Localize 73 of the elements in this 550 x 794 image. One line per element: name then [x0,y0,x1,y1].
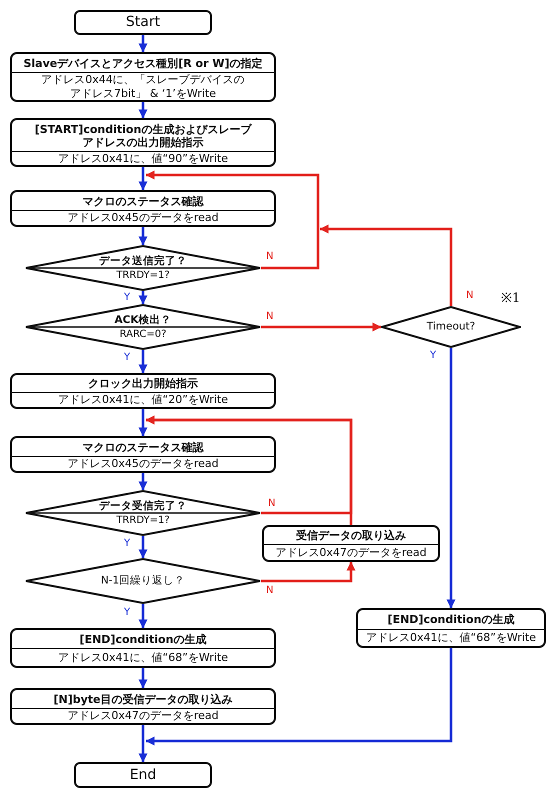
edge-label: Y [124,352,130,363]
terminal-label: Start [126,14,160,31]
flow-arrow [138,473,148,490]
process-box [262,525,440,562]
flow-arrow [138,167,148,190]
decision-question: ACK検出？ [114,314,172,326]
flow-arrow [138,35,148,52]
step-title: クロック出力開始指示 [88,377,198,390]
process-box [10,628,276,668]
step-detail: アドレス0x41に、値“68”をWrite [366,631,536,645]
edge-label: N [466,290,474,301]
edge-label: Y [124,607,130,618]
decision-diamond [25,304,261,350]
flow-arrow [138,102,148,118]
step-detail: アドレス0x45のデータをread [67,211,219,225]
process-box [10,118,276,167]
edge-label: Y [430,350,436,361]
process-box [356,608,546,648]
step-title: 受信データの取り込み [296,529,406,542]
flow-arrow [138,536,148,558]
terminal-box [74,10,212,35]
terminal-label: End [130,766,156,784]
decision-question: データ受信完了？ [99,500,187,512]
process-box [10,52,276,102]
flow-arrow [446,348,456,608]
step-detail: アドレス0x41に、値“20”をWrite [58,393,228,407]
edge-label: N [266,251,274,262]
decision-diamond [381,306,521,348]
step-detail: アドレス0x45のデータをread [67,457,219,471]
decision-diamond [25,245,261,291]
flow-arrow [261,562,356,582]
decision-question: Timeout? [426,320,476,334]
decision-diamond [25,490,261,536]
decision-diamond [25,558,261,604]
terminal-box [74,762,212,788]
edge-label: N [268,498,276,509]
flow-arrow [146,170,320,270]
flow-arrow [138,668,148,688]
step-detail: アドレス0x41に、値“90”をWrite [58,152,228,166]
decision-condition: RARC=0? [120,329,166,341]
flow-arrow [138,291,148,304]
step-title: Slaveデバイスとアクセス種別[R or W]の指定 [23,56,263,70]
edge-label: Y [124,292,130,303]
process-box [10,190,276,227]
step-title: マクロのステータス確認 [82,440,204,454]
flow-arrow [138,409,148,436]
edge-label: N [266,585,274,596]
process-box [10,436,276,473]
edge-label: Y [124,538,130,549]
flow-arrow [261,322,382,332]
footnote-mark: ※1 [501,291,520,306]
flow-arrow [138,604,148,628]
step-title: [END]conditionの生成 [388,613,514,626]
edge-label: N [266,311,274,322]
step-detail: アドレス0x47のデータをread [275,546,427,560]
flow-arrow [138,227,148,246]
flow-arrow [320,224,452,306]
flow-arrow [138,350,148,374]
step-detail: アドレス0x41に、値“68”をWrite [58,650,228,664]
decision-question: データ送信完了？ [99,255,187,267]
step-title: [N]byte目の受信データの取り込み [53,692,233,706]
flow-arrow [146,648,452,746]
process-box [10,373,276,409]
decision-condition: TRRDY=1? [116,270,170,282]
step-title: [END]conditionの生成 [80,632,206,646]
step-title: マクロのステータス確認 [82,194,204,208]
decision-condition: TRRDY=1? [116,515,170,527]
decision-question: N-1回繰り返し？ [100,574,186,588]
flow-arrow [138,725,148,762]
step-detail: アドレス0x47のデータをread [67,709,219,723]
step-detail: アドレス0x44に、「スレーブデバイスのアドレス7bit」 & ‘1’をWrite [40,73,246,101]
process-box [10,688,276,725]
step-title: [START]conditionの生成およびスレーブアドレスの出力開始指示 [34,122,252,148]
